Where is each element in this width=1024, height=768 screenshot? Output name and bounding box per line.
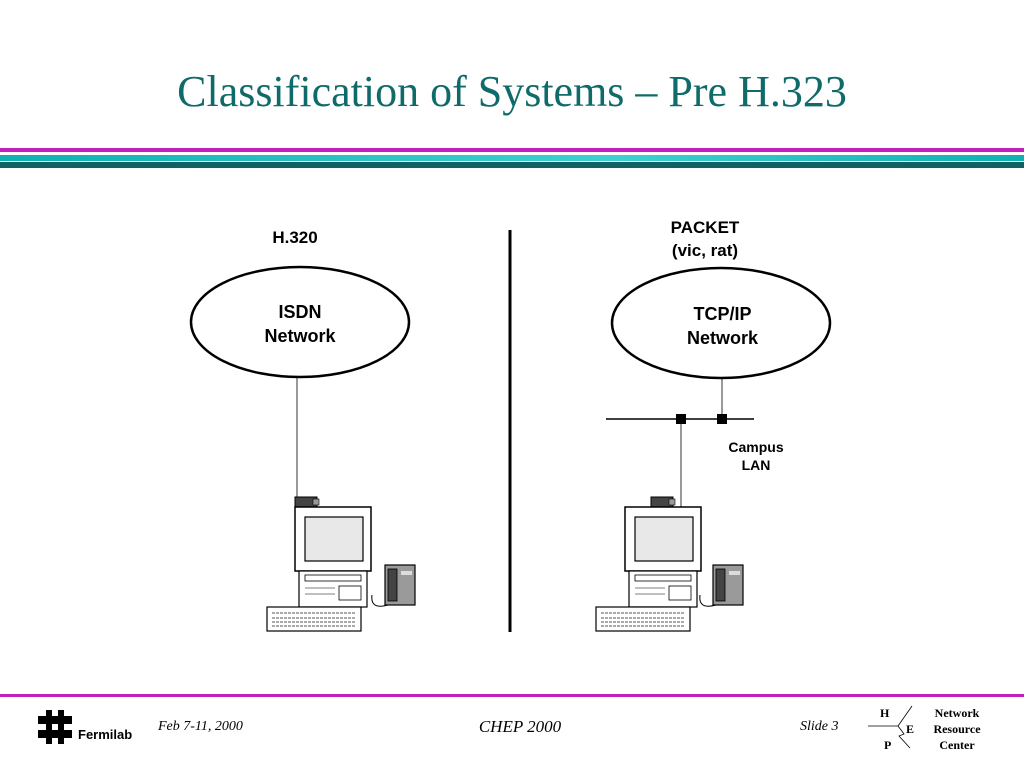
header-bar-teal	[0, 155, 1024, 161]
isdn-network-ellipse	[189, 265, 411, 379]
hep-letter-p: P	[884, 738, 892, 752]
telephone-icon	[699, 564, 744, 607]
camera-icon	[650, 496, 676, 508]
network-resource-center: Network Resource Center	[933, 706, 981, 752]
computer-workstation-icon	[294, 496, 372, 608]
hep-letter-e: E	[906, 722, 915, 736]
fermilab-logo-icon	[38, 710, 72, 744]
slide-title: Classification of Systems – Pre H.323	[177, 67, 847, 116]
computer-workstation-icon	[624, 496, 702, 608]
isdn-network-label: ISDN Network	[264, 302, 336, 346]
hep-symbol-icon	[868, 705, 913, 749]
header-bar-dark-teal	[0, 162, 1024, 168]
tcpip-network-label: TCP/IP Network	[686, 304, 758, 348]
campus-lan-label: Campus LAN	[728, 439, 784, 473]
camera-icon	[294, 496, 320, 508]
h320-heading: H.320	[272, 228, 318, 247]
footer-slide-number: Slide 3	[800, 719, 839, 734]
footer-date: Feb 7-11, 2000	[158, 719, 243, 734]
packet-heading: PACKET (vic, rat)	[670, 218, 740, 260]
keyboard-icon	[266, 606, 362, 632]
footer-bar	[0, 694, 1024, 697]
fermilab-logo-text: Fermilab	[78, 727, 133, 742]
tcpip-network-ellipse	[610, 266, 832, 380]
lan-tap-2	[717, 414, 727, 424]
header-bar-magenta	[0, 148, 1024, 152]
keyboard-icon	[595, 606, 691, 632]
telephone-icon	[371, 564, 416, 607]
hep-letter-h: H	[880, 706, 890, 720]
lan-tap-1	[676, 414, 686, 424]
footer-event: CHEP 2000	[478, 717, 562, 736]
